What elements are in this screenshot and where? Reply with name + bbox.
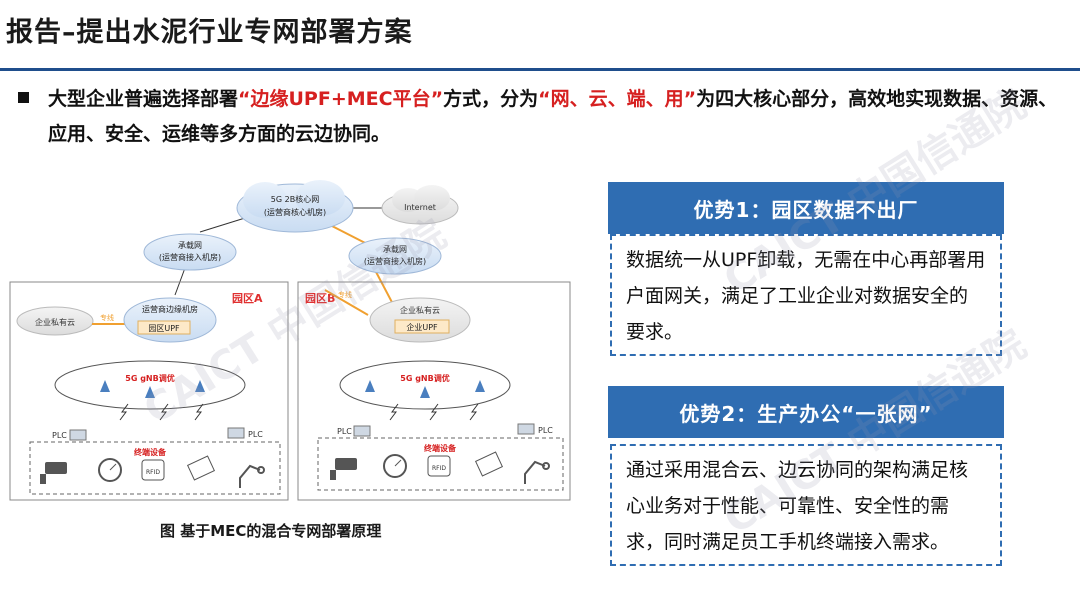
- edge-room-label: 运营商边缘机房: [142, 304, 198, 314]
- robot-arm-icon: [239, 464, 265, 488]
- sensor-icon: [474, 451, 504, 477]
- camera-icon: [40, 462, 67, 484]
- plc-b2-label: PLC: [538, 426, 553, 435]
- diagram-caption: 图 基于MEC的混合专网部署原理: [160, 522, 382, 540]
- gauge-icon: [383, 454, 407, 478]
- bullet-marker: [18, 92, 29, 103]
- intro-highlight-four-parts: “网、云、端、用”: [538, 88, 697, 110]
- edge-room-cloud: 运营商边缘机房 园区UPF: [123, 297, 217, 343]
- mec-network-diagram: 5G 2B核心网 (运营商核心机房) Internet 承载网 (运营商接入机房…: [9, 180, 571, 501]
- zone-b-label: 园区B: [305, 292, 335, 305]
- terminal-box-a: [29, 441, 281, 495]
- dedicated-line-b: [324, 289, 369, 316]
- intro-paragraph: 大型企业普遍选择部署“边缘UPF+MEC平台”方式，分为“网、云、端、用”为四大…: [48, 82, 1073, 152]
- advantage-2-body: 通过采用混合云、边云协同的架构满足核心业务对于性能、可靠性、安全性的需求，同时满…: [610, 444, 1002, 566]
- plc-a1-label: PLC: [52, 431, 67, 440]
- plc-b1-label: PLC: [337, 427, 352, 436]
- carrier-b-label-1: 承载网: [383, 244, 407, 254]
- private-cloud-b: 企业私有云 企业UPF: [369, 297, 471, 343]
- zone-a-label: 园区A: [232, 292, 263, 305]
- rfid-b-label: RFID: [432, 465, 446, 472]
- rfid-label: RFID: [146, 469, 160, 476]
- intro-text-3: 为四大核心部分，高效地实现数据、资源、应用、安全、运维等多方面的云边协同。: [48, 88, 1058, 145]
- carrier-b-label-2: (运营商接入机房): [364, 256, 426, 266]
- zone-upf-label: 园区UPF: [148, 324, 180, 333]
- advantage-1-body: 数据统一从UPF卸载，无需在中心再部署用户面网关，满足了工业企业对数据安全的要求…: [610, 234, 1002, 356]
- gnb-a-label: 5G gNB调优: [125, 373, 174, 383]
- terminals-a-label: 终端设备: [133, 447, 167, 457]
- core-cloud-label-2: (运营商核心机房): [264, 207, 326, 217]
- gauge-icon: [98, 458, 122, 482]
- dedicated-line-b-label: 专线: [338, 290, 352, 299]
- intro-highlight-upf-mec: “边缘UPF+MEC平台”: [238, 88, 444, 110]
- plc-a2-label: PLC: [248, 430, 263, 439]
- private-cloud-b-label: 企业私有云: [400, 305, 440, 315]
- link-core-carrier-a: [199, 217, 246, 233]
- carrier-network-b-cloud: 承载网 (运营商接入机房): [348, 237, 442, 275]
- rfid-icon: RFID: [141, 459, 165, 481]
- zone-b-box: [297, 281, 571, 501]
- robot-arm-icon: [524, 460, 550, 484]
- plc-icon: [517, 423, 535, 435]
- gnb-ring-a: [54, 360, 246, 410]
- carrier-a-label-1: 承载网: [178, 240, 202, 250]
- carrier-network-a-cloud: 承载网 (运营商接入机房): [143, 233, 237, 271]
- enterprise-upf-label: 企业UPF: [406, 322, 438, 332]
- title-divider: [0, 68, 1080, 71]
- wireless-signal-icon: [119, 403, 204, 421]
- private-cloud-a: 企业私有云: [16, 306, 94, 336]
- private-cloud-a-label: 企业私有云: [35, 317, 75, 327]
- zone-a-box: [9, 281, 289, 501]
- gnb-ring-b: [339, 360, 511, 410]
- page-title: 报告–提出水泥行业专网部署方案: [6, 17, 413, 48]
- advantage-1-header: 优势1：园区数据不出厂: [608, 182, 1004, 234]
- carrier-a-label-2: (运营商接入机房): [159, 252, 221, 262]
- internet-cloud: Internet: [381, 185, 459, 225]
- antenna-icon: [100, 380, 205, 398]
- rfid-icon: RFID: [427, 455, 451, 477]
- plc-icon: [227, 427, 245, 439]
- intro-text-1: 大型企业普遍选择部署: [48, 88, 239, 110]
- gnb-b-label: 5G gNB调优: [400, 373, 449, 383]
- plc-icon: [353, 425, 371, 437]
- terminals-b-label: 终端设备: [423, 443, 457, 453]
- dedicated-line-a-label: 专线: [100, 313, 114, 322]
- intro-text-2: 方式，分为: [443, 88, 539, 110]
- advantage-2-header: 优势2：生产办公“一张网”: [608, 386, 1004, 438]
- camera-icon: [330, 458, 357, 480]
- core-cloud-label-1: 5G 2B核心网: [271, 194, 319, 204]
- antenna-icon: [365, 380, 485, 398]
- wireless-signal-icon: [389, 403, 479, 421]
- core-network-cloud: 5G 2B核心网 (运营商核心机房): [236, 180, 354, 233]
- internet-label: Internet: [404, 203, 436, 212]
- plc-icon: [69, 429, 87, 441]
- sensor-icon: [186, 455, 216, 481]
- terminal-box-b: [317, 437, 564, 491]
